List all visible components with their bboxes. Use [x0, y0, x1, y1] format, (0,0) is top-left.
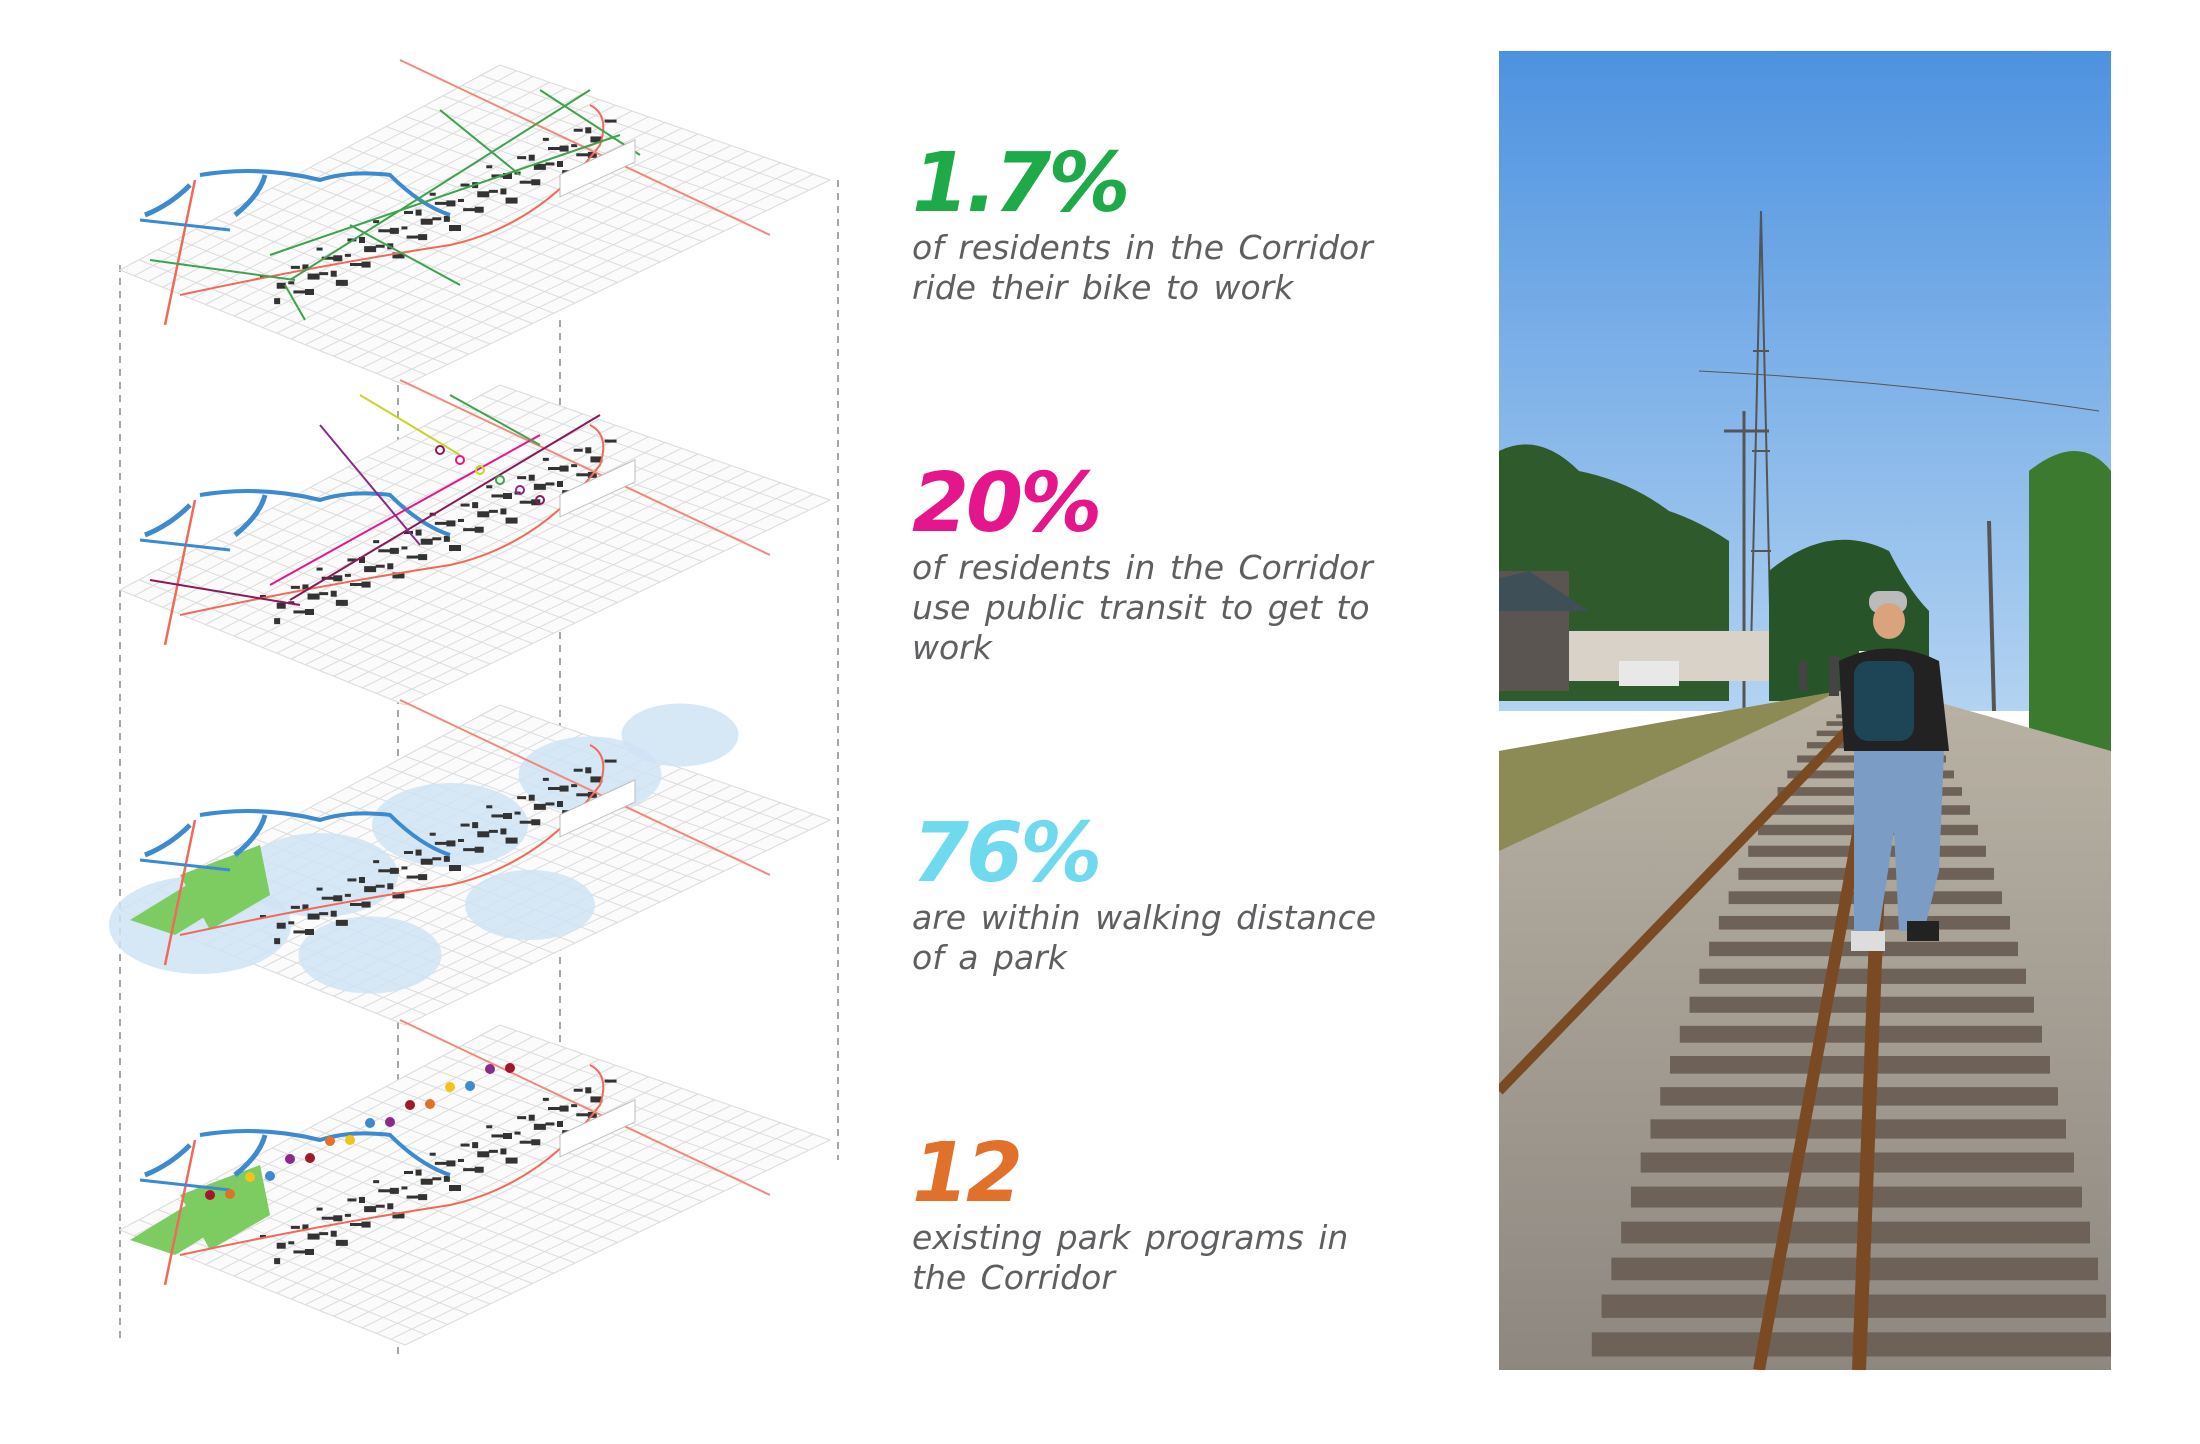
park-program-marker — [365, 1118, 375, 1128]
river — [199, 169, 451, 217]
park-program-marker — [505, 1063, 515, 1073]
park-program-marker — [485, 1064, 495, 1074]
pond — [144, 814, 268, 858]
highway — [163, 499, 197, 646]
stat-park-walk: 76% are within walking distance of a par… — [912, 810, 1382, 978]
transit-stop — [495, 475, 505, 485]
highway — [179, 1064, 605, 1256]
park-program-marker — [465, 1081, 475, 1091]
park-program-marker — [345, 1135, 355, 1145]
park-program-marker — [285, 1154, 295, 1164]
radio-tower — [1698, 210, 2100, 712]
pond — [144, 1134, 268, 1178]
stat-value: 20% — [912, 456, 1102, 551]
transit-line — [449, 394, 541, 446]
river — [139, 538, 231, 552]
stat-description: of residents in the Corridor use public … — [912, 548, 1373, 667]
highway — [163, 179, 197, 326]
map-legend — [559, 779, 636, 838]
river — [139, 1178, 231, 1192]
walk-radius — [298, 916, 442, 994]
park-program-marker — [225, 1189, 235, 1199]
walk-radius — [372, 783, 528, 867]
park — [180, 845, 270, 930]
map-plate — [118, 384, 832, 706]
transit-stop — [435, 445, 445, 455]
truck — [1619, 661, 1679, 686]
park-program-marker — [265, 1171, 275, 1181]
corridor-buildings — [260, 1079, 617, 1265]
street-grid — [119, 1024, 831, 1346]
corridor-buildings — [260, 119, 617, 305]
park-program-marker — [325, 1136, 335, 1146]
street-grid — [119, 64, 831, 386]
highway — [399, 1019, 771, 1196]
transit-line — [359, 394, 461, 456]
stat-description: are within walking distance of a park — [912, 898, 1377, 977]
river — [199, 1129, 451, 1177]
highway — [179, 424, 605, 616]
river — [199, 489, 451, 537]
bike-routes — [149, 89, 641, 321]
park-program-marker — [245, 1172, 255, 1182]
map-layer-park-walking-distance — [109, 699, 832, 1026]
walk-radius — [621, 703, 739, 767]
railroad-photo — [1499, 51, 2111, 1370]
highway — [399, 379, 771, 556]
park-program-marker — [445, 1082, 455, 1092]
highway — [399, 699, 771, 876]
map-plate — [118, 64, 832, 386]
river — [199, 809, 451, 857]
transit-line — [289, 414, 601, 601]
river — [139, 218, 231, 232]
transit-stop — [455, 455, 465, 465]
layered-corridor-maps — [109, 59, 839, 1360]
park-program-marker — [305, 1153, 315, 1163]
stat-description: existing park programs in the Corridor — [912, 1218, 1349, 1297]
map-legend — [559, 1099, 636, 1158]
walk-radius — [242, 833, 398, 917]
stat-value: 12 — [912, 1126, 1023, 1221]
highway — [179, 104, 605, 296]
highway — [163, 819, 197, 966]
highway — [163, 1139, 197, 1286]
map-layer-bike-routes — [118, 59, 832, 386]
corridor-buildings — [260, 759, 617, 945]
river — [139, 858, 231, 872]
park — [180, 1165, 270, 1250]
map-layer-park-programs — [118, 1019, 832, 1346]
stat-description: of residents in the Corridor ride their … — [912, 228, 1373, 307]
walk-radius — [465, 870, 595, 940]
transit-stop — [475, 465, 485, 475]
transit-line — [269, 434, 541, 586]
transit-stop — [535, 495, 545, 505]
hiker-with-backpack — [1839, 591, 1949, 951]
stat-park-programs: 12 existing park programs in the Corrido… — [912, 1130, 1382, 1298]
stat-value: 76% — [912, 806, 1102, 901]
park-program-marker — [385, 1117, 395, 1127]
park-program-marker — [405, 1100, 415, 1110]
park-program-marker — [205, 1190, 215, 1200]
grass — [1499, 691, 1839, 851]
highway — [179, 744, 605, 936]
stat-bike: 1.7% of residents in the Corridor ride t… — [912, 140, 1382, 308]
pond — [144, 174, 268, 218]
map-legend — [559, 459, 636, 518]
map-legend — [559, 139, 636, 198]
transit-line — [319, 424, 421, 546]
stat-transit: 20% of residents in the Corridor use pub… — [912, 460, 1382, 668]
stat-value: 1.7% — [912, 136, 1130, 231]
pond — [144, 494, 268, 538]
transit-line — [149, 579, 301, 606]
park-program-marker — [425, 1099, 435, 1109]
map-layer-public-transit — [118, 379, 832, 706]
transit-stop — [515, 485, 525, 495]
